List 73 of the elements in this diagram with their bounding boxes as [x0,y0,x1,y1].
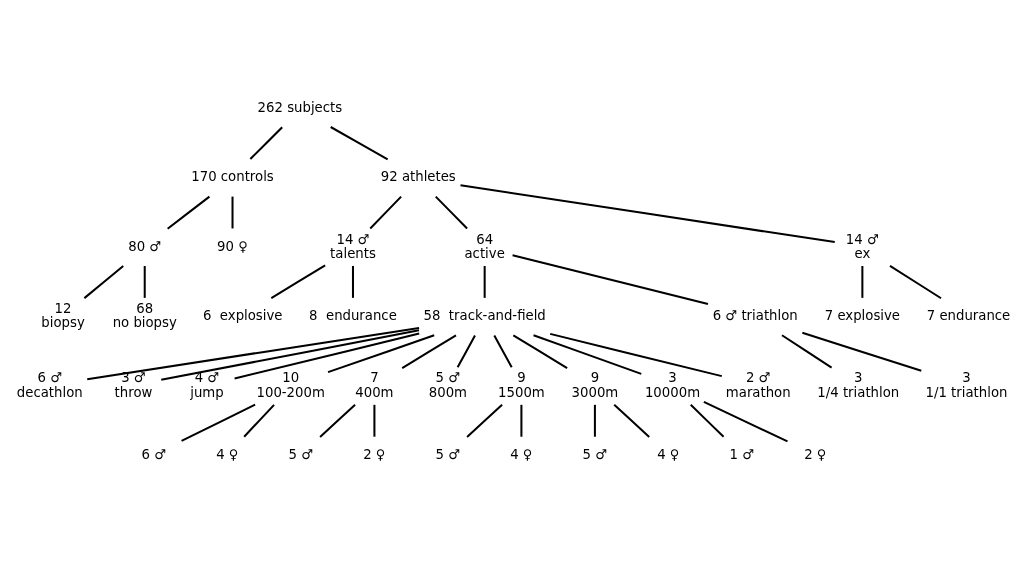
node-text: 170 controls [191,168,274,184]
node-text: 58 track-and-field [423,307,546,323]
connector [161,328,420,381]
node-text: 2 ♂ marathon [725,369,791,400]
connector [373,404,376,437]
node-text: 3 10000m [644,369,701,400]
node-text: 9 1500m [498,369,545,400]
connector [512,253,709,305]
connector [533,333,642,375]
node-text: 5 ♂ 800m [428,369,468,400]
node-text: 5 ♂ [435,446,461,462]
node-text: 10 100-200m [256,369,325,400]
connector [143,265,146,298]
node-text: 80 ♂ [128,238,162,254]
node-text: 3 1/4 triathlon [817,369,900,400]
connector [593,404,596,437]
connector [456,334,476,368]
connector [435,195,468,229]
node-text: 12 biopsy [41,300,85,330]
node-text: 262 subjects [257,99,343,115]
connector [234,332,420,379]
connector [889,264,942,299]
connector [83,264,124,299]
connector [351,265,354,298]
node-text: 68 no biopsy [112,300,177,330]
node-text: 6 ♂ decathlon [16,369,83,400]
node-text: 64 active [464,231,505,261]
connector [249,125,283,160]
connector [512,333,568,369]
node-text: 6 explosive [202,307,283,323]
node-text: 90 ♀ [217,238,248,254]
connector [87,326,420,380]
node-text: 14 ♂ ex [845,231,879,261]
connector [802,331,922,372]
connector [781,333,833,369]
connector [466,403,503,438]
connector [520,404,523,437]
node-text: 8 endurance [309,307,397,323]
connector [493,334,513,368]
node-text: 2 ♀ [363,446,386,462]
connector [460,183,835,243]
node-text: 7 explosive [824,307,901,323]
connector [167,195,211,229]
node-text: 5 ♂ [582,446,608,462]
node-text: 2 ♀ [804,446,827,462]
connector [690,403,725,437]
node-text: 4 ♀ [510,446,533,462]
connector [319,403,356,438]
node-text: 4 ♀ [657,446,680,462]
node-text: 14 ♂ talents [330,231,376,261]
node-text: 6 ♂ [141,446,167,462]
connector [549,332,723,377]
connector [270,263,326,299]
node-text: 92 athletes [380,168,456,184]
connector [327,333,435,373]
node-text: 3 1/1 triathlon [925,369,1008,400]
connector [231,196,234,228]
node-text: 7 400m [355,369,394,400]
connector [703,400,788,442]
connector [330,125,389,160]
node-text: 5 ♂ [288,446,314,462]
connector [401,333,457,369]
node-text: 1 ♂ [729,446,755,462]
node-text: 6 ♂ triathlon [712,307,798,323]
node-text: 7 endurance [926,307,1011,323]
connector [613,403,650,438]
node-text: 9 3000m [571,369,619,400]
connector [181,403,256,442]
connector [369,195,402,229]
node-text: 4 ♀ [216,446,239,462]
connector [861,265,864,298]
connector [243,403,275,437]
connector [483,265,486,298]
